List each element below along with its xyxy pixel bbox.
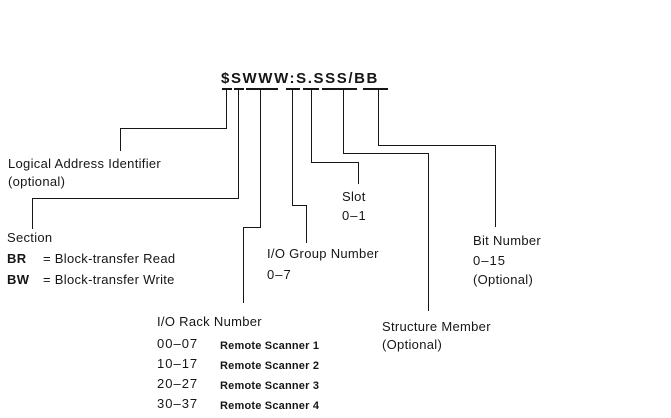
underline-mark-struct: [322, 88, 357, 90]
underline-mark-section: [234, 88, 244, 90]
callout-line-bit-number: [378, 90, 379, 145]
section-item-bw: BW = Block-transfer Write: [7, 273, 175, 287]
io-rack-range-4: 30–37: [157, 396, 199, 411]
underline-mark-slot: [303, 88, 319, 90]
callout-line-io-rack: [243, 227, 244, 303]
structure-member-optional: (Optional): [382, 337, 443, 352]
io-rack-label: I/O Rack Number: [157, 314, 262, 329]
bit-number-label: Bit Number: [473, 233, 542, 248]
underline-mark-bit: [363, 88, 388, 90]
io-group-range: 0–7: [267, 267, 292, 282]
callout-line-slot: [358, 162, 359, 184]
address-format-text: $SWWW:S.SSS/BB: [221, 70, 379, 87]
section-item-br: BR = Block-transfer Read: [7, 252, 175, 266]
structure-member-label: Structure Member: [382, 319, 491, 334]
io-rack-desc-2: Remote Scanner 2: [220, 360, 320, 372]
callout-line-io-rack: [243, 227, 261, 228]
underline-mark-group: [286, 88, 300, 90]
io-rack-range-3: 20–27: [157, 376, 199, 391]
callout-line-section: [238, 90, 239, 198]
io-rack-desc-1: Remote Scanner 1: [220, 340, 320, 352]
callout-line-logical-address: [120, 128, 227, 129]
bit-number-optional: (Optional): [473, 272, 534, 287]
callout-line-structure-member: [343, 153, 429, 154]
section-desc-br: = Block-transfer Read: [43, 251, 176, 266]
slot-label: Slot: [342, 189, 366, 204]
underline-mark-dollar: [222, 88, 232, 90]
section-desc-bw: = Block-transfer Write: [43, 272, 175, 287]
logical-address-label: Logical Address Identifier: [8, 156, 162, 171]
section-code-br: BR: [7, 251, 27, 266]
section-label: Section: [7, 230, 53, 245]
io-rack-range-1: 00–07: [157, 336, 199, 351]
callout-line-bit-number: [495, 145, 496, 227]
slot-range: 0–1: [342, 208, 367, 223]
bit-number-range: 0–15: [473, 253, 506, 268]
callout-line-io-group: [292, 90, 293, 205]
callout-line-structure-member: [428, 153, 429, 311]
callout-line-logical-address: [226, 90, 227, 128]
callout-line-slot: [311, 90, 312, 162]
callout-line-slot: [311, 162, 359, 163]
io-rack-desc-4: Remote Scanner 4: [220, 400, 320, 412]
callout-line-section: [32, 198, 33, 229]
callout-line-logical-address: [120, 128, 121, 151]
section-code-bw: BW: [7, 272, 30, 287]
io-rack-desc-3: Remote Scanner 3: [220, 380, 320, 392]
logical-address-optional: (optional): [8, 174, 66, 189]
io-rack-range-2: 10–17: [157, 356, 199, 371]
callout-line-structure-member: [343, 90, 344, 153]
callout-line-bit-number: [378, 145, 496, 146]
callout-line-io-group: [306, 205, 307, 243]
callout-line-io-rack: [260, 90, 261, 227]
underline-mark-rack: [246, 88, 278, 90]
callout-line-section: [32, 198, 239, 199]
io-group-label: I/O Group Number: [267, 246, 379, 261]
callout-line-io-group: [292, 205, 307, 206]
